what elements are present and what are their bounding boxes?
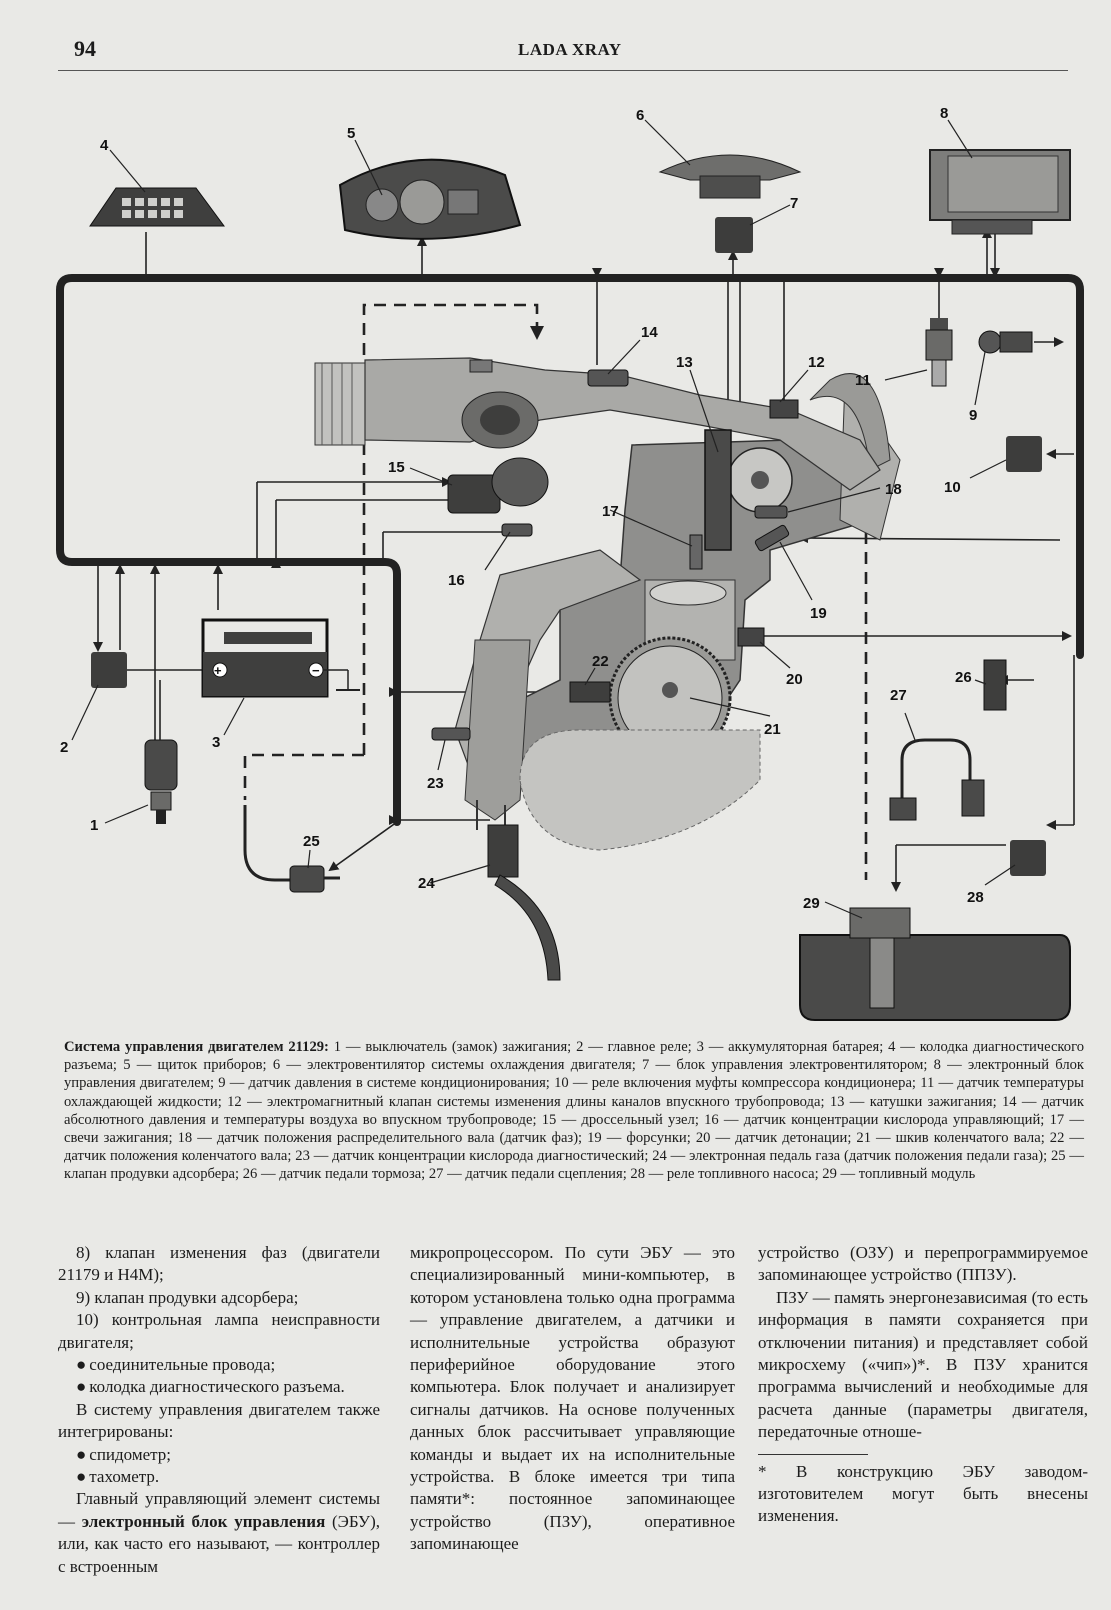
coolant-temp-sensor-11: [925, 318, 953, 387]
ignition-coils-13: [704, 429, 732, 551]
label-25: 25: [303, 833, 320, 850]
ac-relay-10: [1006, 436, 1042, 472]
ignition-switch-1: [144, 680, 178, 824]
flywheel: [519, 729, 761, 851]
label-26: 26: [955, 669, 972, 686]
label-22: 22: [592, 653, 609, 670]
label-23: 23: [427, 775, 444, 792]
text-column-1: 8) клапан изменения фаз (двигатели 21179…: [58, 1242, 380, 1578]
intake-valve-12: [769, 399, 799, 419]
label-12: 12: [808, 354, 825, 371]
component-labels: 1 2 3 4 5 6 7 8 9 10 11 12 13 14 15 16 1…: [60, 105, 984, 912]
label-16: 16: [448, 572, 465, 589]
diagnostic-connector-4: [89, 187, 225, 227]
label-6: 6: [636, 107, 644, 124]
diag-oxygen-sensor-23: [431, 727, 471, 741]
label-14: 14: [641, 324, 658, 341]
ecu-term: электронный блок управления: [81, 1511, 326, 1531]
paragraph: устройство (ОЗУ) и перепрограммируемое з…: [758, 1243, 1088, 1285]
paragraph-start: Главный управляющий элемент системы —: [58, 1489, 380, 1531]
gas-pedal-24: [487, 824, 561, 981]
throttle-body-15: [447, 457, 549, 514]
clutch-sensor-27: [889, 738, 985, 821]
list-item: 9) клапан продувки адсорбера;: [76, 1287, 299, 1307]
label-7: 7: [790, 195, 798, 212]
main-relay-2: [91, 652, 127, 688]
label-15: 15: [388, 459, 405, 476]
paragraph: В систему управления двигателем также ин…: [58, 1399, 380, 1442]
battery-3: + −: [201, 618, 360, 698]
label-28: 28: [967, 889, 984, 906]
fuel-pump-relay-28: [1010, 840, 1046, 876]
label-8: 8: [940, 105, 948, 122]
caption-title: Система управления двигателем 21129:: [64, 1039, 329, 1055]
instrument-cluster-5: [338, 158, 522, 240]
intake-manifold: [314, 357, 881, 491]
svg-text:−: −: [312, 663, 320, 678]
fan-control-unit-7: [715, 217, 753, 253]
exhaust-system: [454, 549, 642, 835]
label-21: 21: [764, 721, 781, 738]
crank-sensor-22: [569, 681, 611, 703]
label-9: 9: [969, 407, 977, 424]
injectors-19: [754, 524, 790, 552]
crankshaft-pulley: [608, 636, 732, 760]
label-1: 1: [90, 817, 98, 834]
list-item: 10) контрольная лампа неисправности двиг…: [58, 1310, 380, 1352]
label-11: 11: [855, 372, 871, 389]
paragraph: Главный управляющий элемент системы — эл…: [58, 1488, 380, 1578]
paragraph: микропроцессором. По сути ЭБУ — это спец…: [410, 1243, 735, 1554]
paragraph: ПЗУ — память энергонезависимая (то есть …: [758, 1287, 1088, 1442]
label-17: 17: [602, 503, 619, 520]
wiring-harness: [56, 274, 1084, 826]
label-5: 5: [347, 125, 355, 142]
label-18: 18: [885, 481, 902, 498]
text-column-3: устройство (ОЗУ) и перепрограммируемое з…: [758, 1242, 1088, 1528]
label-10: 10: [944, 479, 961, 496]
fuel-module-29: [799, 907, 1071, 1021]
bullet-item: колодка диагностического разъема.: [58, 1376, 380, 1398]
dashed-lines: [243, 303, 868, 880]
oxygen-sensor-16: [501, 523, 533, 537]
page-header: 94 LADA XRAY: [58, 34, 1068, 71]
page-number: 94: [74, 36, 96, 61]
label-19: 19: [810, 605, 827, 622]
brake-sensor-26: [983, 659, 1007, 711]
label-27: 27: [890, 687, 907, 704]
label-3: 3: [212, 734, 220, 751]
running-title: LADA XRAY: [518, 40, 622, 59]
label-2: 2: [60, 739, 68, 756]
bullet-item: тахометр.: [58, 1466, 380, 1488]
right-connections: [740, 533, 1075, 892]
spark-plug-17: [689, 534, 703, 570]
purge-valve-25: [243, 805, 340, 893]
footnote: * В конструкцию ЭБУ заводом-изготовителе…: [758, 1461, 1088, 1526]
footnote-divider: [758, 1453, 868, 1455]
engine-control-diagram: + −: [56, 105, 1084, 1021]
ecu-8: [929, 149, 1071, 235]
cooling-fan-6: [658, 154, 802, 199]
figure-caption: Система управления двигателем 21129: 1 —…: [64, 1038, 1084, 1184]
knock-sensor-20: [737, 627, 765, 647]
bullet-item: соединительные провода;: [58, 1354, 380, 1376]
leader-lines: [71, 119, 1016, 919]
ac-pressure-sensor-9: [978, 330, 1033, 354]
label-13: 13: [676, 354, 693, 371]
caption-text: 1 — выключатель (замок) зажигания; 2 — г…: [64, 1039, 1084, 1183]
label-24: 24: [418, 875, 435, 892]
bullet-item: спидометр;: [58, 1444, 380, 1466]
text-column-2: микропроцессором. По сути ЭБУ — это спец…: [410, 1242, 735, 1556]
label-20: 20: [786, 671, 803, 688]
paragraph-end: (ЭБУ), или, как часто его называют, — ко…: [58, 1511, 381, 1576]
svg-text:+: +: [214, 663, 222, 678]
camshaft-sensor-18: [754, 505, 788, 519]
label-29: 29: [803, 895, 820, 912]
list-item: 8) клапан изменения фаз (двигатели 21179…: [58, 1243, 380, 1285]
map-sensor-14: [587, 369, 629, 387]
label-4: 4: [100, 137, 109, 154]
